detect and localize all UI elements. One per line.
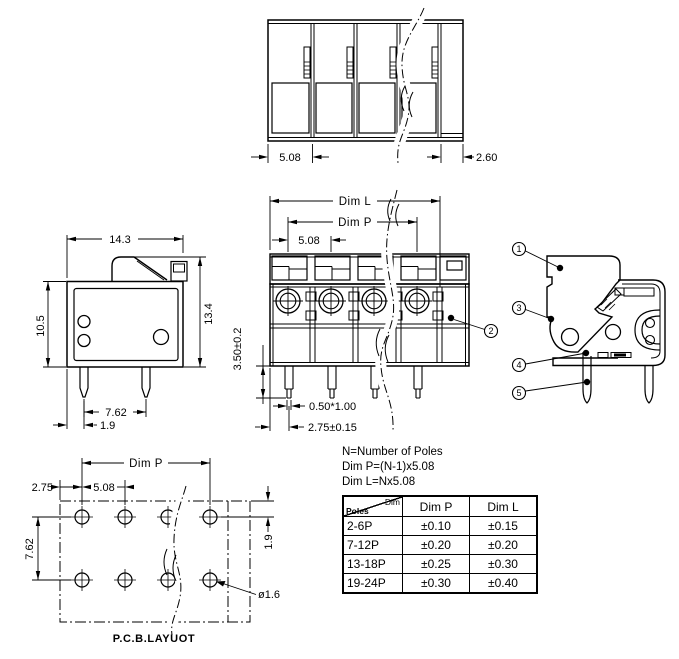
note-line-3: Dim L=Nx5.08 [342,476,416,488]
callout-2-dot [447,314,455,322]
profile-pins [582,352,654,404]
top-view-cavities [271,82,463,134]
pcb-dim-lines [32,458,274,595]
callout-4-number: 4 [516,360,521,370]
profile-view: 1 2 3 4 5 [483,241,666,404]
table-poles-cell: 7-12P [342,535,403,555]
pcb-pitch-dim: 5.08 [93,482,114,494]
table-row: 19-24P ±0.30 ±0.40 [342,573,538,594]
profile-callouts: 1 2 3 4 5 [483,241,591,401]
top-view: 5.08 2.60 [251,2,497,169]
front-view-pin-section-dim: 0.50*1.00 [309,401,356,413]
front-view-pitch-label: Dim P [338,217,372,229]
front-view-body-lines [270,284,469,366]
table-corner-cell: Dim Poles [342,495,403,517]
callout-1-icon [511,241,527,257]
side-view-width-dim: 14.3 [109,234,130,246]
table-col-dim-l: Dim L [469,495,538,517]
top-view-end-width-dim: 2.60 [476,152,497,164]
front-view-pin-edge-dim: 2.75±0.15 [308,422,357,434]
side-view-total-height-dim: 13.4 [203,303,215,324]
callout-5-number: 5 [516,388,521,398]
side-view-body-height-dim: 10.5 [35,315,47,336]
table-dim-p-cell: ±0.20 [402,535,470,555]
table-dim-p-cell: ±0.10 [402,516,470,536]
pole-formula-notes: N=Number of Poles Dim P=(N-1)x5.08 Dim L… [342,445,443,490]
note-line-2: Dim P=(N-1)x5.08 [342,461,435,473]
pcb-edge-offset-dim: 2.75 [32,482,53,494]
table-poles-cell: 2-6P [342,516,403,536]
callout-2-icon [483,323,499,339]
table-dim-l-cell: ±0.20 [469,535,538,555]
pcb-top-offset-dim: 1.9 [263,534,275,549]
top-view-dividers [310,23,442,138]
front-view-pitch-dim: 5.08 [298,235,319,247]
callout-3-icon [511,300,527,316]
callout-5-icon [511,385,527,401]
callout-4-icon [511,357,527,373]
front-view-pins [284,366,423,399]
pcb-caption: P.C.B.LAYUOT [113,633,195,645]
front-view-length-label: Dim L [339,196,372,208]
pcb-row-pitch-dim: 7.62 [24,538,36,559]
table-dim-l-cell: ±0.40 [469,573,538,594]
top-view-pitch-dim: 5.08 [279,152,300,164]
side-view-pin-pitch-dim: 7.62 [105,407,126,419]
table-row: 13-18P ±0.25 ±0.30 [342,554,538,574]
profile-contacts [597,352,632,358]
top-view-screw-slots [303,46,439,79]
table-corner-dim: Dim [384,497,400,507]
front-view-dim-lines [255,196,441,431]
table-col-dim-p: Dim P [402,495,470,517]
side-view-pins [79,367,151,398]
pcb-layout-view: Dim P 2.75 5.08 7.62 1.9 ø1.6 P.C.B.LAYU… [24,458,280,645]
table-row: 7-12P ±0.20 ±0.20 [342,535,538,555]
table-dim-l-cell: ±0.15 [469,516,538,536]
front-view-screws [273,286,432,316]
pcb-pitch-label: Dim P [129,458,163,470]
callout-2-number: 2 [488,326,493,336]
front-view: Dim L Dim P 5.08 3.50±0.2 0.50*1.00 2.75… [232,184,485,437]
front-view-upper-cells [271,255,467,281]
side-view-pin-offset-dim: 1.9 [100,420,115,432]
table-dim-p-cell: ±0.25 [402,554,470,574]
front-view-pin-length-dim: 3.50±0.2 [232,328,244,371]
table-row: 2-6P ±0.10 ±0.15 [342,516,538,536]
side-view-dim-lines [43,235,206,429]
table-dim-l-cell: ±0.30 [469,554,538,574]
note-line-1: N=Number of Poles [342,446,443,458]
top-view-dim-lines [251,144,474,163]
pcb-holes [71,506,221,591]
side-view: 14.3 13.4 10.5 7.62 1.9 [35,234,215,432]
profile-clamp [634,309,661,351]
table-corner-poles: Poles [346,506,369,516]
callout-1-number: 1 [516,244,521,254]
table-poles-cell: 19-24P [342,573,403,594]
table-poles-cell: 13-18P [342,554,403,574]
callout-3-number: 3 [516,303,521,313]
pcb-hole-diameter-dim: ø1.6 [258,589,280,601]
profile-screw-blade [596,288,622,312]
table-dim-p-cell: ±0.30 [402,573,470,594]
front-view-partitions [305,287,444,363]
tolerance-table: Dim Poles Dim P Dim L 2-6P ±0.10 ±0.15 7… [342,495,538,594]
